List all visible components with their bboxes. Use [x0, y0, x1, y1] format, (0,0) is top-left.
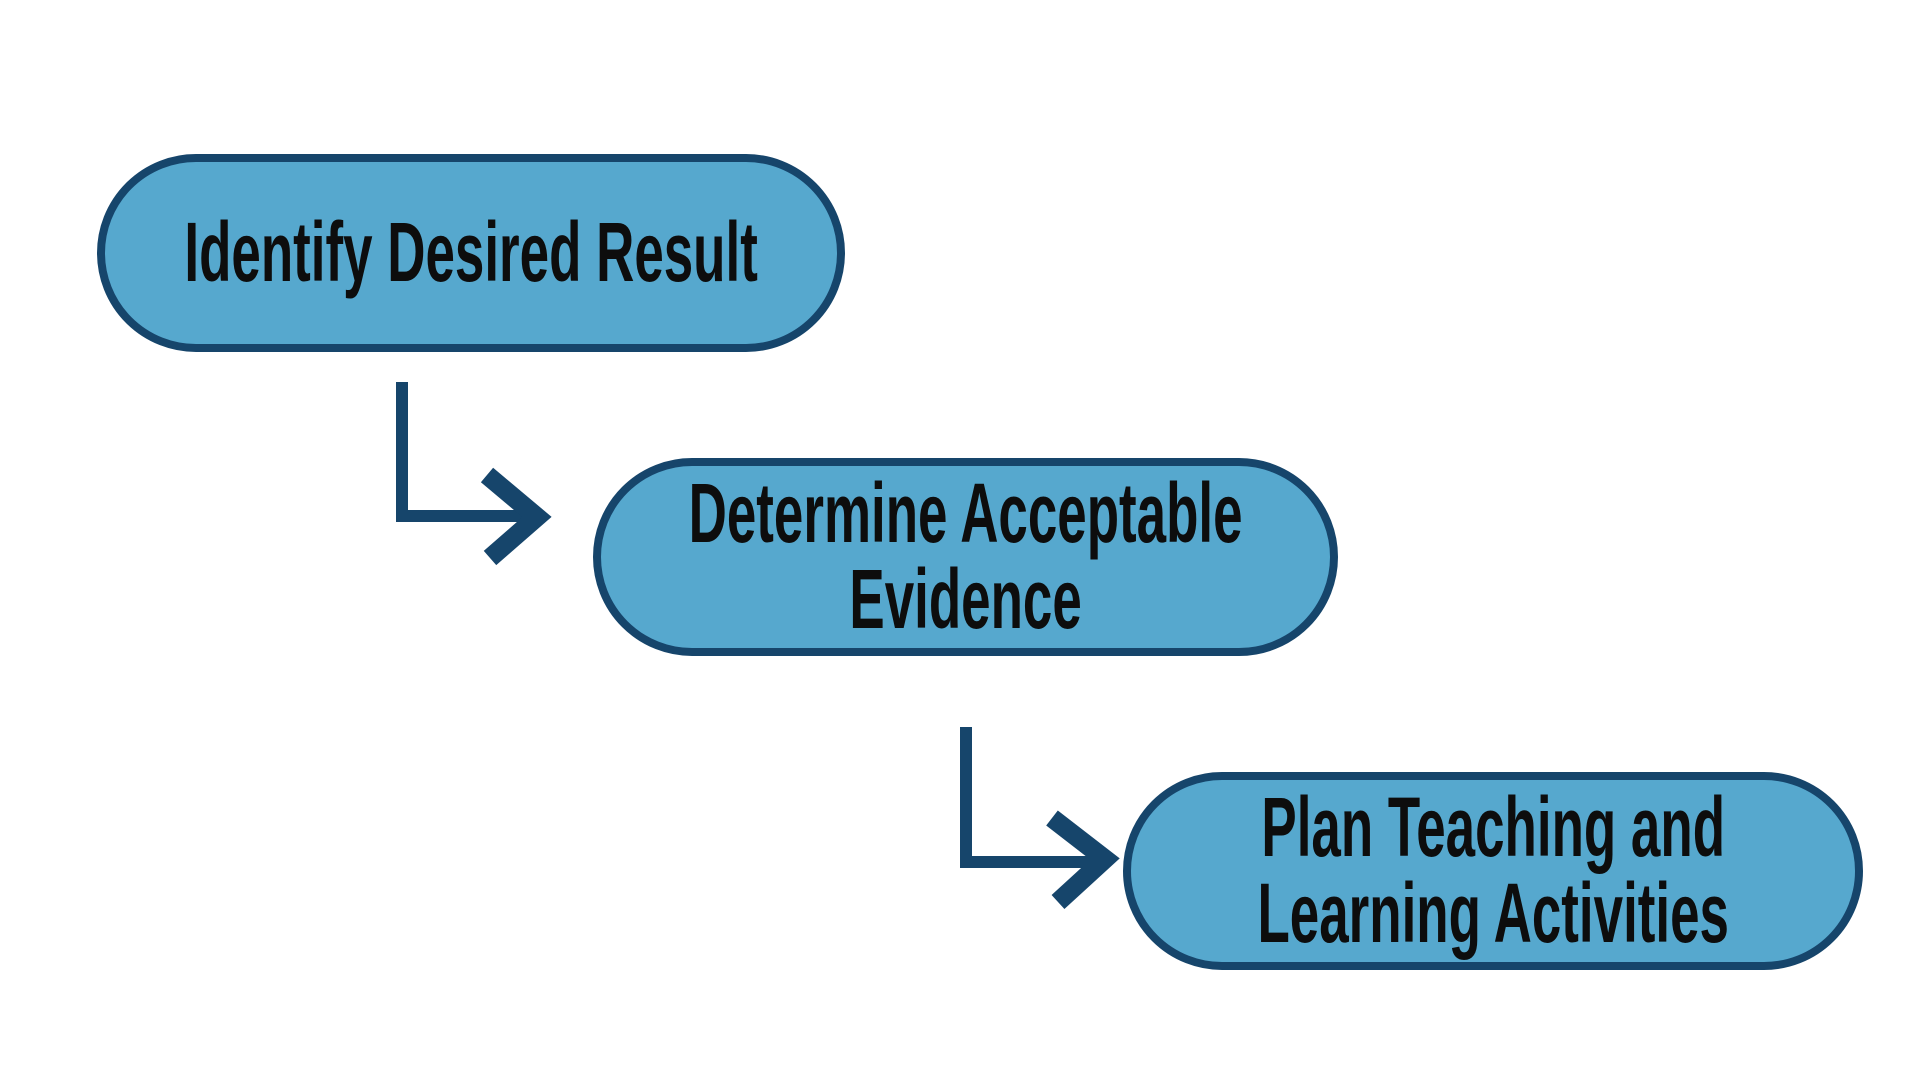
flow-node-plan-teaching-and-learning-activities: Plan Teaching and Learning Activities	[1123, 772, 1863, 970]
node-label: Identify Desired Result	[184, 205, 758, 300]
elbow-line	[960, 727, 1100, 868]
node-label: Plan Teaching and Learning Activities	[1257, 780, 1729, 960]
elbow-line	[396, 382, 527, 522]
arrowhead-chevron-icon	[1046, 810, 1120, 910]
arrowhead-chevron-icon	[480, 467, 552, 566]
flow-node-identify-desired-result: Identify Desired Result	[97, 154, 845, 352]
connector-arrow-2	[960, 727, 1120, 910]
flow-node-determine-acceptable-evidence: Determine Acceptable Evidence	[593, 458, 1338, 656]
connector-arrow-1	[396, 382, 552, 566]
node-label: Determine Acceptable Evidence	[688, 466, 1243, 646]
